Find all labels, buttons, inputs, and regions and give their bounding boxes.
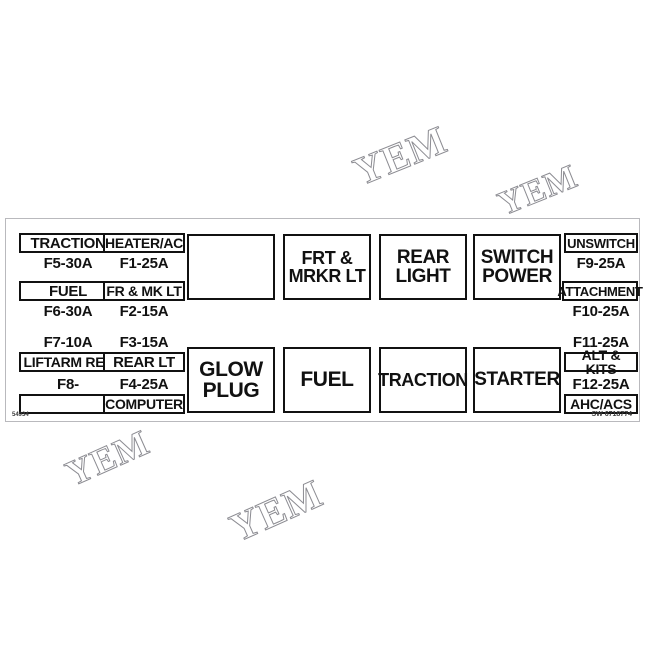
relay-top-3-line2: LIGHT bbox=[395, 266, 451, 287]
fuse-f6-amp: F6-30A bbox=[43, 302, 93, 320]
watermark-6: YEM bbox=[59, 422, 156, 495]
fuse-f8-amp: F8- bbox=[57, 375, 79, 393]
relay-bottom-1: GLOW PLUG bbox=[187, 347, 275, 413]
relay-bottom-1-line1: GLOW bbox=[199, 357, 263, 381]
fuse-f12-amp: F12-25A bbox=[572, 375, 630, 393]
fuse-grid: TRACTION F5-30A FUEL F6-30A F7-10A LIFTA… bbox=[6, 219, 643, 421]
fuse-f4-amp: F4-25A bbox=[119, 375, 169, 393]
relay-bottom-4: STARTER bbox=[473, 347, 561, 413]
fuse-f5-label: TRACTION bbox=[19, 233, 117, 253]
fuse-f3-label: REAR LT bbox=[103, 352, 185, 372]
relay-top-2-line1: FRT & bbox=[301, 247, 353, 268]
fuse-f12-label: AHC/ACS bbox=[564, 394, 638, 414]
relay-bottom-3: TRACTION bbox=[378, 347, 468, 413]
watermark-7: YEM bbox=[223, 470, 330, 551]
fuse-panel-decal: TRACTION F5-30A FUEL F6-30A F7-10A LIFTA… bbox=[5, 218, 643, 422]
sw-number-code: SW 6718774 bbox=[591, 411, 632, 418]
fuse-f11-amp: F11-25A bbox=[572, 333, 630, 351]
relay-bottom-2-line1: FUEL bbox=[300, 368, 354, 392]
watermark-1: YEM bbox=[347, 116, 454, 195]
part-number-code: 54934 bbox=[12, 412, 29, 418]
fuse-f5-amp: F5-30A bbox=[43, 254, 93, 272]
fuse-f7-amp: F7-10A bbox=[43, 333, 93, 351]
relay-top-2-line2: MRKR LT bbox=[288, 266, 366, 286]
relay-top-4: SWITCH POWER bbox=[473, 234, 561, 300]
relay-top-1 bbox=[187, 234, 275, 300]
relay-top-4-line1: SWITCH bbox=[480, 246, 554, 268]
fuse-f1-label: HEATER/AC bbox=[103, 233, 185, 253]
relay-top-2: FRT & MRKR LT bbox=[283, 234, 371, 300]
fuse-f4-label: COMPUTER bbox=[103, 394, 185, 414]
watermark-2: YEM bbox=[492, 157, 584, 224]
fuse-f2-amp: F2-15A bbox=[119, 302, 169, 320]
fuse-f10-label: ATTACHMENT bbox=[557, 281, 643, 301]
relay-bottom-4-line1: STARTER bbox=[474, 369, 560, 391]
relay-top-3-line1: REAR bbox=[396, 246, 450, 268]
fuse-f9-label: UNSWITCH bbox=[564, 233, 638, 253]
relay-top-4-line2: POWER bbox=[482, 266, 552, 287]
relay-bottom-2: FUEL bbox=[283, 347, 371, 413]
relay-top-3: REAR LIGHT bbox=[379, 234, 467, 300]
relay-bottom-1-line2: PLUG bbox=[202, 379, 260, 402]
fuse-f11-label: ALT & KITS bbox=[564, 348, 638, 376]
fuse-f1-amp: F1-25A bbox=[119, 254, 169, 272]
relay-bottom-3-line1: TRACTION bbox=[378, 369, 468, 390]
fuse-f9-amp: F9-25A bbox=[576, 254, 626, 272]
fuse-f3-amp: F3-15A bbox=[119, 333, 169, 351]
fuse-f10-amp: F10-25A bbox=[572, 302, 630, 320]
fuse-f2-label: FR & MK LT bbox=[103, 281, 185, 301]
